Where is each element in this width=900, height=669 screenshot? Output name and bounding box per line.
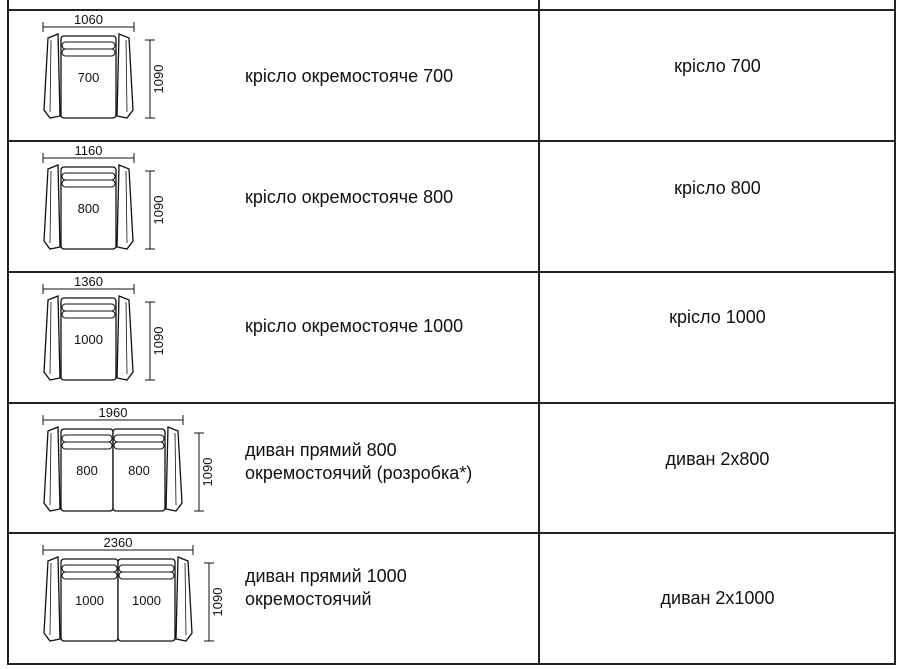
description-line: диван прямий 1000: [245, 566, 407, 586]
left-armrest: [43, 164, 61, 250]
depth-dimension-label: 1090: [151, 196, 166, 225]
depth-dimension-label: 1090: [151, 65, 166, 94]
backrest-roll: [61, 41, 116, 50]
table-bottom-border: [7, 663, 895, 665]
table-right-border: [894, 0, 896, 665]
item-code: диван 2x1000: [660, 588, 775, 608]
left-armrest: [43, 556, 61, 642]
item-description: крісло окремостояче 700: [245, 65, 453, 88]
description-line: крісло окремостояче 700: [245, 66, 454, 86]
armrest-seam: [49, 39, 52, 113]
row-divider: [7, 271, 895, 273]
right-armrest: [116, 164, 134, 250]
right-armrest: [165, 426, 183, 512]
armrest-seam: [184, 562, 187, 636]
description-line: окремостоячий: [245, 589, 372, 609]
row-divider: [7, 532, 895, 534]
item-description: диван прямий 1000 окремостоячий: [245, 565, 407, 611]
table-row: 1060 1090 700 крісло окремостояче 700 крісло…: [0, 10, 900, 140]
seat-size-label: 1000: [74, 332, 103, 347]
width-dimension-label: 1960: [99, 405, 128, 420]
depth-dimension-label: 1090: [151, 327, 166, 356]
backrest-roll: [61, 303, 116, 312]
item-code: крісло 1000: [669, 307, 766, 327]
left-armrest: [43, 33, 61, 119]
armrest-seam: [174, 432, 177, 506]
item-code: крісло 800: [674, 178, 761, 198]
armrest-seam: [49, 432, 52, 506]
depth-dimension-label: 1090: [200, 458, 215, 487]
armrest-seam: [125, 170, 128, 244]
backrest-roll: [113, 434, 165, 443]
armrest-seam: [125, 39, 128, 113]
seat-size-label: 800: [128, 463, 150, 478]
furniture-drawing: 1160 1090 800: [30, 141, 240, 271]
backrest-roll: [61, 571, 118, 580]
furniture-drawing: 2360 1090 1000 1000: [30, 533, 240, 663]
row-divider: [7, 140, 895, 142]
description-line: крісло окремостояче 1000: [245, 316, 464, 336]
item-description: диван прямий 800 окремостоячий (розробка*…: [245, 439, 472, 485]
row-divider: [7, 9, 895, 11]
item-code: крісло 700: [674, 56, 761, 76]
backrest-roll: [61, 441, 113, 450]
furniture-drawing: 1960 1090 800 800: [30, 403, 240, 533]
right-armrest: [116, 33, 134, 119]
table-row: 1360 1090 1000 крісло окремостояче 1000 кріс…: [0, 272, 900, 402]
seat-size-label: 800: [76, 463, 98, 478]
item-description: крісло окремостояче 1000: [245, 315, 463, 338]
backrest-roll: [61, 310, 116, 319]
backrest-roll: [61, 179, 116, 188]
backrest-roll: [118, 564, 175, 573]
table-left-border: [7, 0, 9, 665]
table-row: 1960 1090 800 800 диван прямий 800 окремостоя…: [0, 403, 900, 533]
width-dimension-label: 1160: [75, 143, 103, 158]
armrest-seam: [49, 170, 52, 244]
width-dimension-label: 1360: [74, 274, 103, 289]
armrest-seam: [49, 562, 52, 636]
depth-dimension-label: 1090: [210, 588, 225, 617]
left-armrest: [43, 426, 61, 512]
right-armrest: [116, 295, 134, 381]
width-dimension-label: 2360: [104, 535, 133, 550]
armrest-seam: [49, 301, 52, 375]
seat-size-label: 1000: [75, 593, 104, 608]
width-dimension-label: 1060: [74, 12, 103, 27]
item-description: крісло окремостояче 800: [245, 186, 453, 209]
backrest-roll: [61, 172, 116, 181]
seat-size-label: 700: [78, 70, 100, 85]
backrest-roll: [61, 48, 116, 57]
furniture-drawing: 1060 1090 700: [30, 10, 240, 140]
description-line: диван прямий 800: [245, 440, 397, 460]
description-line: окремостоячий (розробка*): [245, 463, 473, 483]
backrest-roll: [118, 571, 175, 580]
table-row: 2360 1090 1000 1000 диван прямий 1000 окремос…: [0, 533, 900, 663]
item-code: диван 2x800: [665, 449, 770, 469]
row-divider: [7, 402, 895, 404]
backrest-roll: [113, 441, 165, 450]
backrest-roll: [61, 434, 113, 443]
armrest-seam: [125, 301, 128, 375]
backrest-roll: [61, 564, 118, 573]
seat-size-label: 1000: [132, 593, 161, 608]
table-row: 1160 1090 800 крісло окремостояче 800 крісло…: [0, 141, 900, 271]
right-armrest: [175, 556, 193, 642]
seat-size-label: 800: [78, 201, 100, 216]
column-divider: [538, 0, 540, 665]
description-line: крісло окремостояче 800: [245, 187, 454, 207]
furniture-drawing: 1360 1090 1000: [30, 272, 240, 402]
left-armrest: [43, 295, 61, 381]
